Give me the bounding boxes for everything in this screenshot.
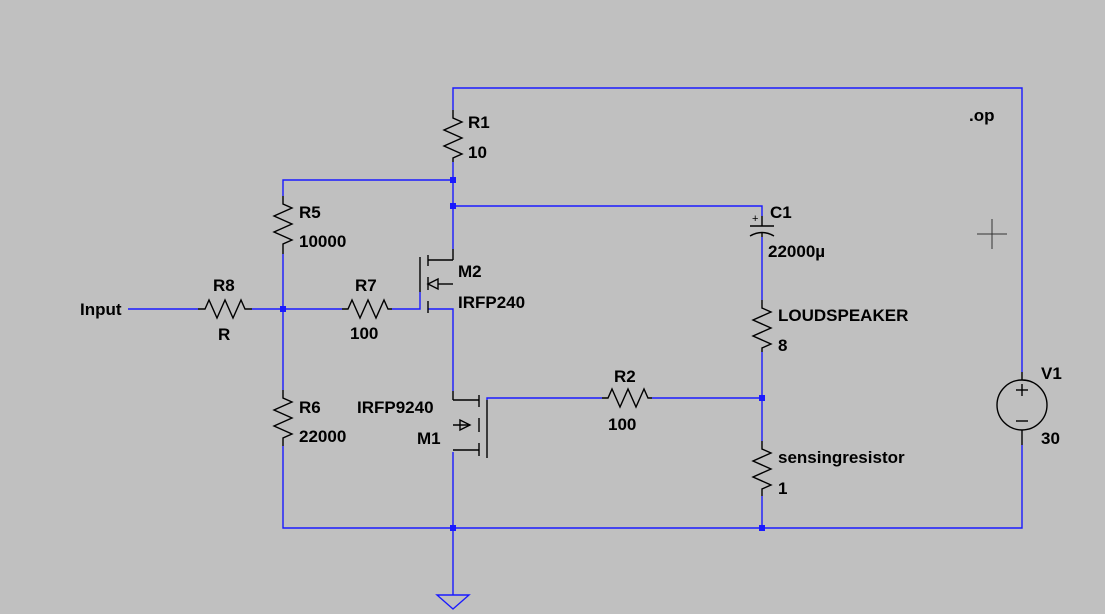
input-label: Input (80, 300, 122, 319)
resistor-r7-symbol (342, 298, 392, 320)
capacitor-c1[interactable]: + C1 22000µ (749, 203, 825, 261)
r2-name: R2 (614, 367, 636, 386)
crosshair-cursor-icon (977, 219, 1007, 249)
op-directive[interactable]: .op (969, 106, 995, 125)
m1-name: M1 (417, 429, 441, 448)
junctions (280, 177, 765, 531)
resistor-r7[interactable]: R7 100 (342, 276, 392, 343)
resistor-r2-symbol (602, 387, 652, 409)
wire-m2-source (428, 308, 454, 391)
m2-arrow (426, 277, 439, 291)
m1-arrow (459, 418, 472, 432)
r7-name: R7 (355, 276, 377, 295)
resistor-sensing[interactable]: sensingresistor 1 (751, 441, 905, 498)
mosfet-m2[interactable]: M2 IRFP240 (419, 249, 525, 313)
wire-r7-m2-gate (392, 292, 421, 310)
wire-top-rail (452, 87, 1023, 372)
resistor-r5[interactable]: R5 10000 (272, 196, 346, 254)
r8-name: R8 (213, 276, 235, 295)
wire-to-c1 (453, 205, 763, 216)
c1-name: C1 (770, 203, 792, 222)
voltage-source-v1[interactable]: V1 30 (996, 364, 1062, 448)
resistor-r8-symbol (198, 298, 252, 320)
ground-triangle (435, 594, 471, 610)
m2-name: M2 (458, 262, 482, 281)
m2-value: IRFP240 (458, 293, 525, 312)
c1-plus: + (752, 213, 758, 225)
loudspeaker-name: LOUDSPEAKER (778, 306, 908, 325)
wire-r5-top (282, 179, 453, 196)
junction-r1 (450, 177, 456, 183)
mosfet-m1[interactable]: IRFP9240 M1 (357, 391, 488, 458)
junction-ground-m1 (450, 525, 456, 531)
m1-value: IRFP9240 (357, 398, 434, 417)
loudspeaker-value: 8 (778, 336, 787, 355)
resistor-loudspeaker[interactable]: LOUDSPEAKER 8 (751, 300, 908, 355)
r6-value: 22000 (299, 427, 346, 446)
resistor-r6[interactable]: R6 22000 (272, 390, 346, 446)
resistor-r5-symbol (272, 196, 294, 254)
resistor-r6-symbol (272, 390, 294, 446)
resistor-r1[interactable]: R1 10 (442, 110, 490, 162)
resistor-r1-symbol (442, 110, 464, 162)
r8-value: R (218, 325, 230, 344)
sensing-resistor-name: sensingresistor (778, 448, 905, 467)
resistor-r8[interactable]: R8 R (198, 276, 252, 344)
r2-value: 100 (608, 415, 636, 434)
loudspeaker-symbol (751, 300, 773, 352)
resistor-r2[interactable]: R2 100 (602, 367, 652, 434)
junction-c1 (450, 203, 456, 209)
r6-name: R6 (299, 398, 321, 417)
junction-bias (280, 306, 286, 312)
ground-symbol[interactable] (435, 594, 471, 610)
r5-name: R5 (299, 203, 321, 222)
junction-ground-rs (759, 525, 765, 531)
r1-value: 10 (468, 143, 487, 162)
r5-value: 10000 (299, 232, 346, 251)
r7-value: 100 (350, 324, 378, 343)
sensing-resistor-value: 1 (778, 479, 787, 498)
v1-value: 30 (1041, 429, 1060, 448)
wire-m1-gate-r2 (486, 397, 602, 400)
junction-sense (759, 395, 765, 401)
r1-name: R1 (468, 113, 490, 132)
wires (128, 87, 1023, 595)
sensing-resistor-symbol (751, 441, 773, 496)
c1-value: 22000µ (768, 242, 825, 261)
wire-v1-to-ground (282, 445, 1023, 529)
v1-name: V1 (1041, 364, 1062, 383)
